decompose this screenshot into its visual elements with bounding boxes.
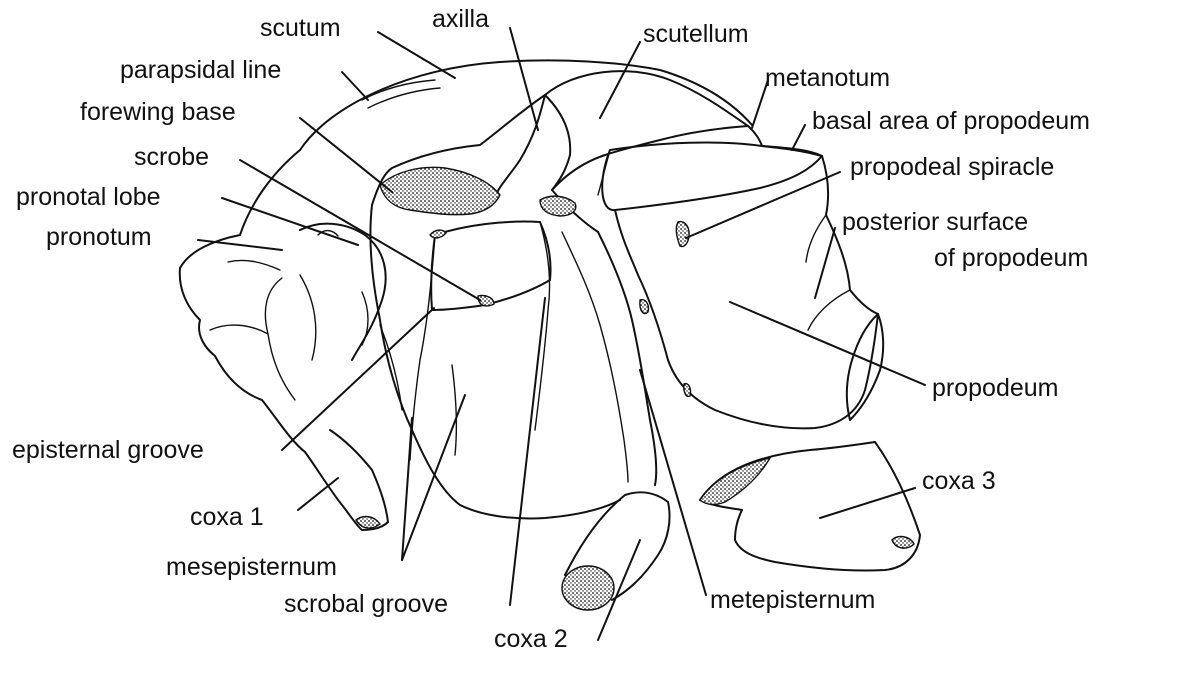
- scutum-outline: [299, 59, 753, 151]
- leader-basal-area: [791, 124, 806, 151]
- basal-area-outline: [601, 141, 823, 211]
- propodeum-lateral-carina: [805, 214, 851, 331]
- label-axilla: axilla: [432, 5, 489, 33]
- metepisternum-outline: [551, 189, 658, 486]
- mesepisternum-outline: [369, 204, 621, 520]
- label-basal-area-of-propodeum: basal area of propodeum: [812, 107, 1090, 135]
- leader-parapsidal-line: [341, 71, 369, 101]
- scrobe-pit: [477, 294, 495, 307]
- label-coxa-2: coxa 2: [494, 625, 568, 653]
- leader-metepisternum: [639, 369, 707, 596]
- basal-area-inner: [597, 149, 611, 196]
- leader-pronotal-lobe: [221, 197, 359, 246]
- pronotal-lobe-inner: [317, 229, 369, 346]
- label-propodeum: propodeum: [932, 374, 1058, 402]
- label-coxa-1: coxa 1: [190, 503, 264, 531]
- propodeal-lobe: [845, 313, 885, 421]
- label-propodeal-spiracle: propodeal spiracle: [850, 153, 1054, 181]
- coxa-2-socket: [561, 565, 615, 611]
- label-scutum: scutum: [260, 14, 341, 42]
- coxa-3-outline: [699, 441, 921, 572]
- leader-scutellum: [599, 41, 641, 119]
- coxa-1-outline: [304, 429, 389, 531]
- leader-axilla: [509, 27, 539, 131]
- mesopleuron-wingbase-dots: [429, 229, 447, 239]
- label-of-propodeum: of propodeum: [934, 244, 1088, 272]
- leader-posterior-surface: [814, 227, 836, 299]
- label-scrobe: scrobe: [134, 143, 209, 171]
- coxa-3-trochanter: [699, 456, 772, 506]
- coxa-1-tip: [355, 515, 381, 529]
- leader-scrobal-groove: [509, 297, 546, 606]
- label-pronotal-lobe: pronotal lobe: [16, 183, 161, 211]
- leader-lines: [197, 27, 926, 641]
- mesepisternum-contour: [379, 324, 458, 456]
- label-pronotum: pronotum: [46, 223, 152, 251]
- hindwing-base-shape: [539, 195, 577, 217]
- label-scrobal-groove: scrobal groove: [284, 590, 448, 618]
- scutum-posterior-margin: [371, 94, 546, 206]
- label-scutellum: scutellum: [643, 20, 749, 48]
- labels: scutum axilla scutellum parapsidal line …: [12, 5, 1090, 653]
- label-mesepisternum: mesepisternum: [166, 553, 337, 581]
- label-forewing-base: forewing base: [80, 98, 236, 126]
- specimen-drawing: [178, 59, 921, 611]
- metepisternum-fleck: [683, 382, 692, 398]
- parapsidal-line-shape: [361, 79, 441, 109]
- label-metepisternum: metepisternum: [710, 586, 875, 614]
- leader-propodeum: [729, 301, 926, 386]
- label-coxa-3: coxa 3: [922, 467, 996, 495]
- leader-mesepisternum-b: [401, 394, 466, 561]
- label-parapsidal-line: parapsidal line: [120, 56, 281, 84]
- leader-mesepisternum-a: [401, 417, 413, 561]
- scutellum-outline: [544, 70, 749, 191]
- pronotal-lobe-outline: [299, 222, 387, 361]
- leader-coxa-3: [819, 487, 916, 519]
- leader-metanotum: [751, 79, 769, 129]
- pronotum-outline: [178, 149, 306, 453]
- forewing-base-shape: [379, 166, 501, 216]
- leader-scutum: [377, 31, 456, 79]
- scrobal-groove-line: [534, 221, 551, 431]
- metepisternum-pit: [639, 298, 650, 315]
- leader-coxa-2: [597, 539, 641, 641]
- axilla-outline: [495, 94, 572, 196]
- label-episternal-groove: episternal groove: [12, 436, 204, 464]
- label-posterior-surface: posterior surface: [842, 208, 1028, 236]
- leader-pronotum: [197, 239, 283, 251]
- leader-episternal-groove: [281, 307, 435, 451]
- leader-scrobe: [239, 159, 481, 301]
- propodeum-outline: [614, 155, 879, 430]
- label-metanotum: metanotum: [765, 64, 890, 92]
- leader-coxa-1: [297, 477, 339, 511]
- metepisternum-inner: [561, 231, 629, 483]
- coxa-3-tip: [891, 535, 915, 549]
- propodeal-spiracle-shape: [675, 220, 690, 248]
- leader-forewing-base: [299, 117, 393, 193]
- pronotum-inner-contour: [209, 259, 317, 401]
- coxa-2-outline: [564, 491, 671, 601]
- scrobe-area: [430, 220, 552, 311]
- leader-propodeal-spiracle: [685, 171, 841, 239]
